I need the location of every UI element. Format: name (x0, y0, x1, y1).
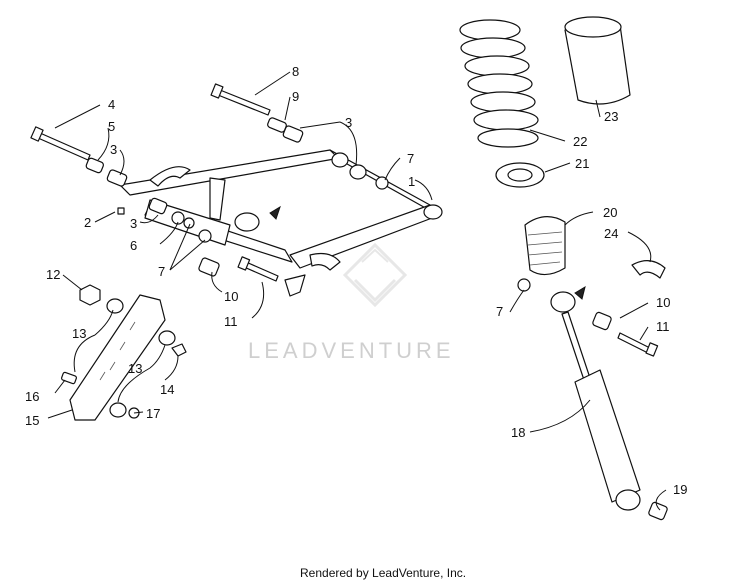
part-label: 5 (108, 119, 115, 134)
part-labels: 1 2 3 3 3 4 5 6 7 7 7 8 9 10 10 11 11 12… (25, 64, 687, 497)
washer-13-top (106, 298, 124, 314)
part-label: 16 (25, 389, 39, 404)
footer-credit: Rendered by LeadVenture, Inc. (300, 566, 466, 580)
bushing-5 (85, 157, 104, 174)
nut-7-right (517, 278, 531, 292)
nut-7-left (183, 217, 195, 229)
part-label: 8 (292, 64, 299, 79)
bolt-11-right (617, 332, 659, 357)
part-label: 2 (84, 215, 91, 230)
a-arm-frame (119, 149, 443, 297)
part-label: 3 (110, 142, 117, 157)
bolt-4 (30, 126, 91, 161)
part-label: 22 (573, 134, 587, 149)
boot-23 (564, 16, 631, 105)
part-label: 7 (407, 151, 414, 166)
wingnut-14 (171, 343, 187, 357)
washer-13-bottom (109, 402, 127, 418)
part-label: 7 (496, 304, 503, 319)
part-label: 20 (603, 205, 617, 220)
bolt-16 (61, 371, 77, 385)
washer-13-mid (158, 330, 176, 346)
part-label: 6 (130, 238, 137, 253)
bumper-20 (524, 216, 566, 276)
bushing-3-right (349, 164, 367, 180)
part-label: 1 (408, 174, 415, 189)
bushing-3-left (106, 169, 128, 187)
part-label: 3 (345, 115, 352, 130)
part-label: 7 (158, 264, 165, 279)
clip-24 (631, 260, 666, 279)
part-label: 19 (673, 482, 687, 497)
nut-7-lower (198, 229, 212, 243)
callout-lines (47, 71, 667, 511)
nut-7-upper (375, 176, 389, 190)
part-label: 23 (604, 109, 618, 124)
bushing-19 (648, 501, 668, 521)
spring-22 (459, 19, 539, 148)
part-label: 10 (224, 289, 238, 304)
watermark-text: LEADVENTURE (248, 338, 455, 363)
bushing-10-right (592, 311, 612, 331)
part-label: 11 (656, 319, 670, 334)
knob-12 (79, 284, 101, 306)
strap-15 (69, 294, 166, 421)
leadventure-watermark-logo (342, 242, 408, 308)
retainer-21 (495, 162, 545, 188)
part-label: 13 (128, 361, 142, 376)
bushing-3-upper (282, 125, 304, 143)
part-label: 9 (292, 89, 299, 104)
part-label: 17 (146, 406, 160, 421)
bolt-11-left (237, 256, 279, 282)
part-label: 10 (656, 295, 670, 310)
part-label: 24 (604, 226, 618, 241)
part-label: 12 (46, 267, 60, 282)
bolt-8 (210, 83, 271, 116)
part-label: 3 (130, 216, 137, 231)
part-label: 21 (575, 156, 589, 171)
shock-18 (550, 291, 641, 511)
part-label: 11 (224, 314, 238, 329)
pointer-arrow-right (574, 285, 586, 300)
part-label: 13 (72, 326, 86, 341)
part-label: 18 (511, 425, 525, 440)
part-label: 4 (108, 97, 115, 112)
washer-6 (171, 211, 185, 225)
bushing-3-lower (148, 197, 168, 215)
part-label: 14 (160, 382, 174, 397)
pin-2 (117, 207, 125, 215)
bushing-10-left (198, 257, 220, 277)
pointer-arrow-left (269, 205, 281, 220)
part-label: 15 (25, 413, 39, 428)
